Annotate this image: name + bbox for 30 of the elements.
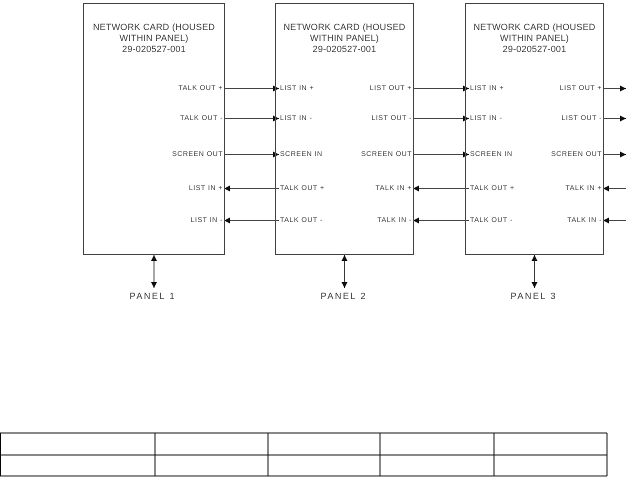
signal-wire bbox=[224, 186, 280, 192]
signal-wire bbox=[224, 152, 280, 158]
double-arrow bbox=[342, 254, 348, 288]
signal-wire bbox=[224, 116, 280, 122]
signal-wire bbox=[602, 218, 626, 224]
signal-wire bbox=[412, 152, 470, 158]
part-number: 29-020527-001 bbox=[312, 44, 378, 55]
signal-wire bbox=[412, 86, 470, 92]
signal-wire bbox=[412, 218, 470, 224]
panel-label: PANEL 1 bbox=[130, 291, 176, 301]
card-title: NETWORK CARD (HOUSED WITHIN PANEL) bbox=[472, 22, 596, 44]
signal-wire bbox=[224, 218, 280, 224]
signal-wire bbox=[602, 116, 626, 122]
network-card-box bbox=[465, 3, 604, 255]
part-number: 29-020527-001 bbox=[121, 44, 187, 55]
card-title: NETWORK CARD (HOUSED WITHIN PANEL) bbox=[92, 22, 216, 44]
panel-label: PANEL 2 bbox=[320, 291, 368, 301]
part-number: 29-020527-001 bbox=[502, 44, 568, 55]
double-arrow bbox=[532, 254, 538, 288]
signal-wire bbox=[412, 116, 470, 122]
double-arrow bbox=[151, 254, 157, 288]
signal-wire bbox=[602, 152, 626, 158]
signal-wire bbox=[602, 86, 626, 92]
network-card-box bbox=[275, 3, 414, 255]
card-title: NETWORK CARD (HOUSED WITHIN PANEL) bbox=[282, 22, 406, 44]
panel-label: PANEL 3 bbox=[510, 291, 558, 301]
signal-wire bbox=[224, 86, 280, 92]
network-card-box bbox=[83, 3, 225, 255]
signal-wire bbox=[602, 186, 626, 192]
signal-wire bbox=[412, 186, 470, 192]
